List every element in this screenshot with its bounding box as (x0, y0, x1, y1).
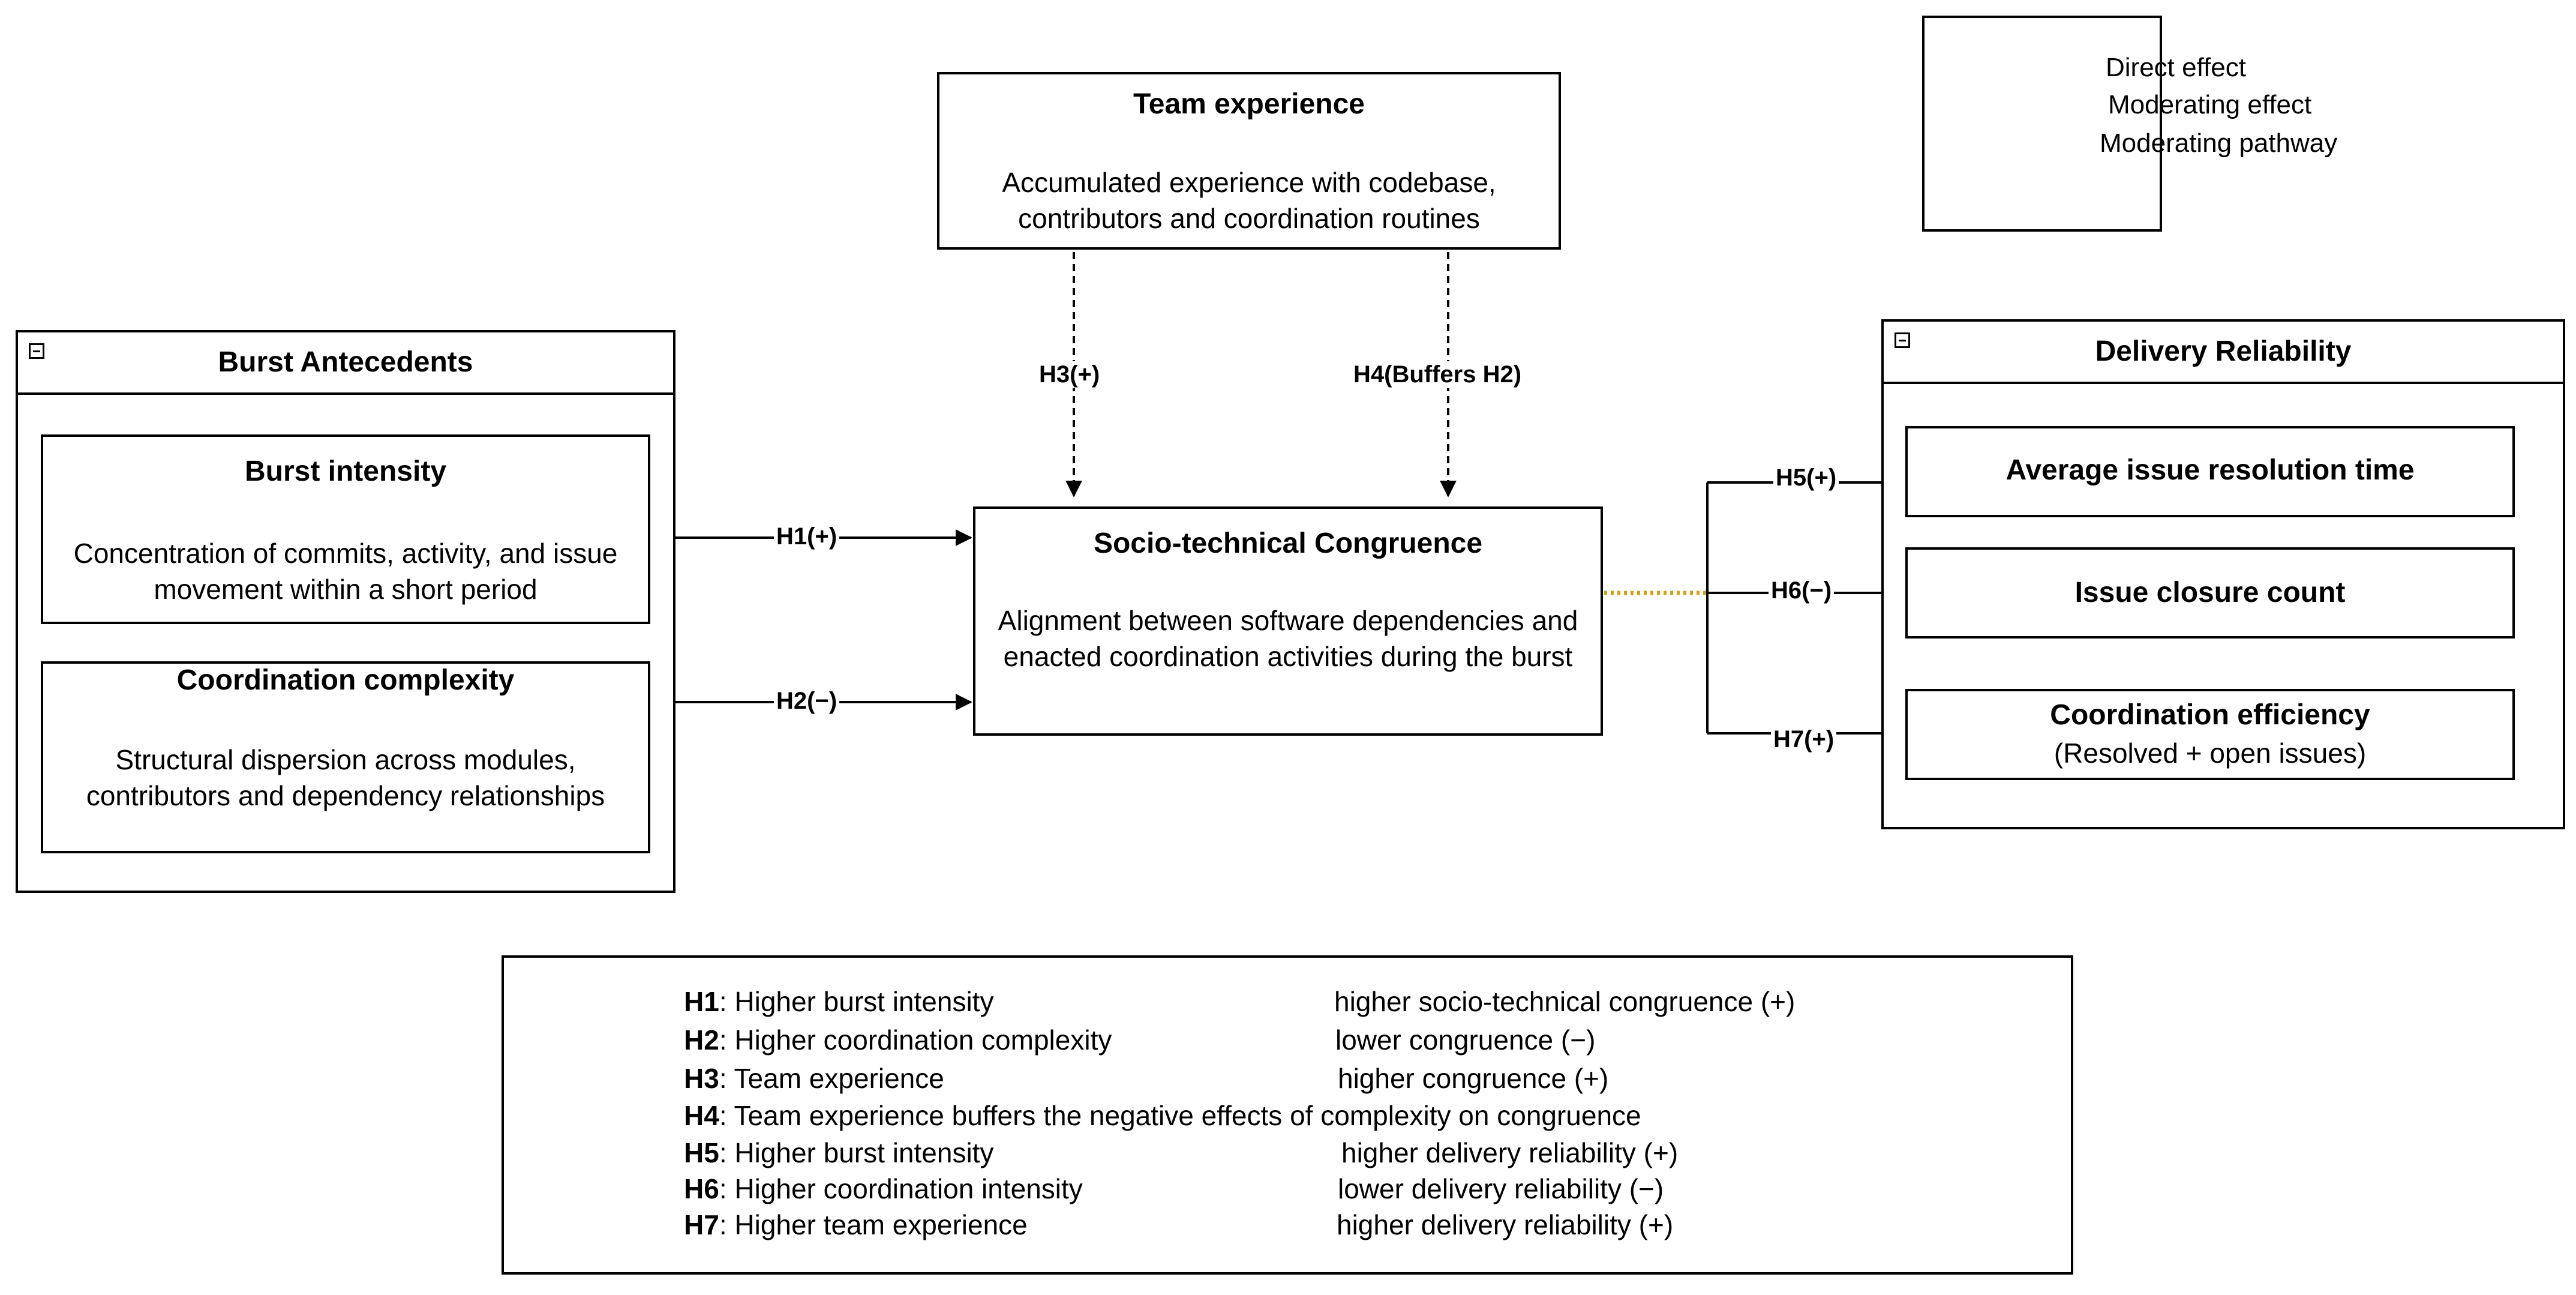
hypothesis-h3-effect: higher congruence (+) (1338, 1063, 1609, 1094)
delivery-reliability-title: Delivery Reliability (2095, 335, 2352, 367)
coordination-efficiency-title: Coordination efficiency (2050, 699, 2370, 731)
hypothesis-h1-cause: H1: Higher burst intensity (684, 986, 994, 1017)
hypothesis-h7-effect: higher delivery reliability (+) (1337, 1209, 1674, 1240)
resolution-time-label: Average issue resolution time (2005, 454, 2415, 486)
hypothesis-h1-effect: higher socio-technical congruence (+) (1334, 986, 1796, 1017)
hypothesis-h2-effect: lower congruence (−) (1335, 1024, 1596, 1056)
collapse-toggle-icon[interactable] (29, 343, 44, 359)
legend-box (1922, 16, 2162, 232)
coordination-complexity-desc: Structural dispersion across modules, co… (86, 744, 605, 811)
edge-label-h2: H2(−) (774, 688, 840, 715)
congruence-box: Socio-technical Congruence Alignment bet… (973, 506, 1603, 736)
burst-antecedents-title: Burst Antecedents (218, 346, 473, 378)
hypothesis-h3-cause: H3: Team experience (684, 1063, 944, 1094)
coordination-efficiency-box: Coordination efficiency (Resolved + open… (1905, 689, 2515, 780)
edge-label-h1: H1(+) (774, 523, 840, 550)
closure-count-box: Issue closure count (1905, 547, 2515, 638)
coordination-complexity-box: Coordination complexity Structural dispe… (41, 661, 650, 853)
hypothesis-h4-cause: H4: Team experience buffers the negative… (684, 1100, 1641, 1131)
legend-pathway-label: Moderating pathway (2100, 128, 2338, 158)
delivery-reliability-header: Delivery Reliability (1884, 322, 2563, 384)
hypothesis-h2-cause: H2: Higher coordination complexity (684, 1024, 1112, 1056)
edge-label-h6: H6(−) (1769, 577, 1835, 604)
collapse-toggle-icon[interactable] (1895, 332, 1910, 348)
burst-intensity-desc: Concentration of commits, activity, and … (73, 538, 618, 605)
hypotheses-table (502, 955, 2073, 1275)
team-experience-box: Team experience Accumulated experience w… (937, 72, 1561, 250)
legend-moderating-label: Moderating effect (2108, 90, 2312, 119)
edge-label-h4: H4(Buffers H2) (1351, 361, 1524, 388)
congruence-title: Socio-technical Congruence (1093, 527, 1483, 559)
edge-label-h3: H3(+) (1037, 361, 1103, 388)
team-experience-desc: Accumulated experience with codebase, co… (1002, 167, 1496, 234)
team-experience-title: Team experience (1133, 88, 1365, 120)
edge-label-h5: H5(+) (1773, 464, 1839, 491)
coordination-efficiency-sub: (Resolved + open issues) (2053, 738, 2367, 769)
legend-direct-label: Direct effect (2106, 53, 2246, 82)
coordination-complexity-title: Coordination complexity (176, 664, 515, 696)
hypothesis-h5-effect: higher delivery reliability (+) (1341, 1137, 1679, 1168)
hypothesis-h6-effect: lower delivery reliability (−) (1338, 1173, 1664, 1204)
hypothesis-h5-cause: H5: Higher burst intensity (684, 1137, 994, 1168)
resolution-time-box: Average issue resolution time (1905, 426, 2515, 517)
edge-label-h7: H7(+) (1771, 726, 1837, 753)
burst-antecedents-header: Burst Antecedents (18, 332, 673, 395)
closure-count-label: Issue closure count (2074, 577, 2346, 608)
hypothesis-h7-cause: H7: Higher team experience (684, 1209, 1028, 1240)
congruence-desc: Alignment between software dependencies … (998, 605, 1578, 672)
hypothesis-h6-cause: H6: Higher coordination intensity (684, 1173, 1083, 1204)
burst-intensity-box: Burst intensity Concentration of commits… (41, 434, 650, 624)
burst-intensity-title: Burst intensity (244, 455, 447, 487)
